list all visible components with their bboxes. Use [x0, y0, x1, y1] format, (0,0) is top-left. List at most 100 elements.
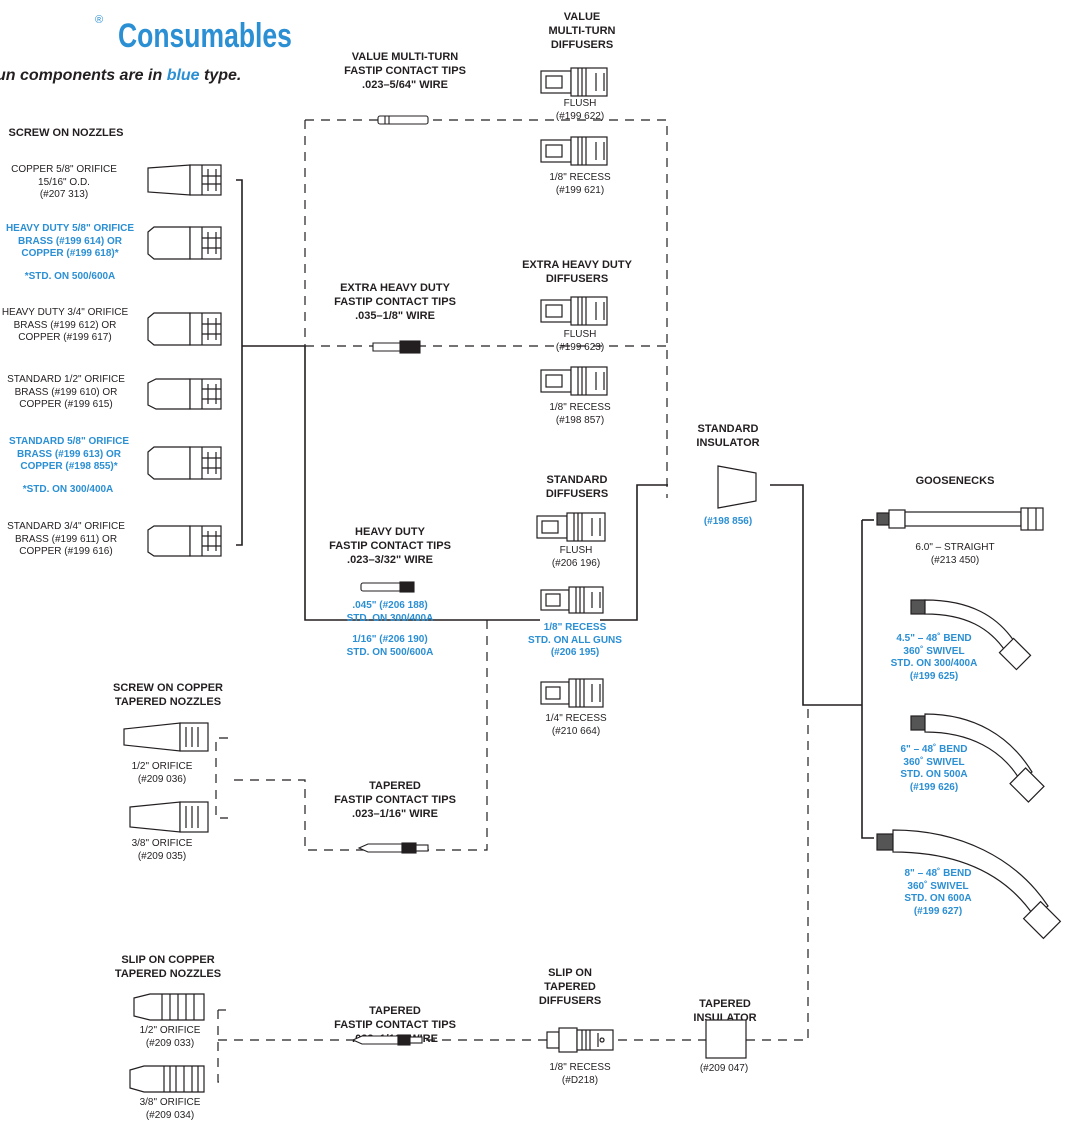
label-line: COPPER (#198 855)* — [20, 461, 118, 472]
label-line: BRASS (#199 610) OR — [14, 386, 118, 398]
heavy-duty-tips-std-116: 1/16" (#206 190)STD. ON 500/600A — [320, 634, 460, 659]
label-line: (#213 450) — [930, 554, 980, 566]
label-line: STD. ON ALL GUNS — [528, 634, 622, 646]
screw-on-tapered-12-drawing — [122, 721, 212, 753]
nozzle-drawing-heavy-duty-58 — [146, 224, 224, 262]
label-line: INSULATOR — [696, 437, 760, 449]
label-line: STANDARD — [697, 423, 759, 435]
screw-on-tapered-12-label: 1/2" ORIFICE(#209 036) — [122, 761, 202, 786]
label-line: .035–1/8" WIRE — [355, 310, 435, 322]
standard-insulator-heading: STANDARD INSULATOR — [683, 422, 773, 450]
label-line: 6.0" – STRAIGHT — [915, 542, 995, 553]
label-line: STD. ON 500/600A — [346, 646, 434, 658]
page-title: Consumables — [118, 17, 292, 55]
ehd-recess-diffuser-label: 1/8" RECESS(#198 857) — [540, 402, 620, 427]
std-recess-14-diffuser-label: 1/4" RECESS(#210 664) — [536, 713, 616, 738]
ehd-flush-diffuser-label: FLUSH(#199 623) — [540, 329, 620, 354]
std-recess-18-diffuser-drawing — [540, 586, 606, 614]
label-line: DIFFUSERS — [545, 273, 609, 285]
label-line: 8" – 48˚ BEND — [904, 868, 972, 879]
label-line: COPPER (#199 617) — [18, 332, 112, 343]
label-line: BRASS (#199 613) OR — [17, 448, 121, 460]
ehd-recess-diffuser-drawing — [540, 366, 610, 396]
label-line: STD. ON 500A — [900, 769, 968, 780]
value-diffusers-heading: VALUE MULTI-TURN DIFFUSERS — [532, 10, 632, 52]
label-line: STD. ON 300/400A — [346, 612, 434, 624]
nozzle-bracket — [236, 179, 243, 546]
subtitle-suffix: type. — [199, 67, 242, 84]
screw-on-tapered-38-label: 3/8" ORIFICE(#209 035) — [122, 838, 202, 863]
gooseneck-45-drawing — [910, 596, 1040, 671]
std-flush-diffuser-drawing — [536, 512, 608, 542]
label-line: VALUE — [563, 11, 601, 23]
label-line: FLUSH — [563, 329, 597, 340]
label-line: DIFFUSERS — [550, 39, 614, 51]
label-line: (#209 035) — [137, 850, 187, 862]
label-line: FLUSH — [559, 545, 593, 556]
label-line: FASTIP CONTACT TIPS — [334, 1019, 456, 1031]
label-line: STD. ON 300/400A — [890, 658, 978, 669]
slip-on-tapered-38-drawing — [128, 1064, 208, 1094]
label-line: HEAVY DUTY 3/4" ORIFICE — [1, 307, 129, 318]
label-line: HEAVY DUTY — [355, 526, 425, 538]
label-line: (#207 313) — [39, 189, 89, 200]
label-line: 1/8" RECESS — [549, 172, 611, 183]
slip-recess-diffuser-drawing — [546, 1024, 616, 1056]
heavy-duty-tip-drawing — [360, 580, 416, 594]
label-line: 1/4" RECESS — [545, 713, 607, 724]
screw-on-nozzles-heading: SCREW ON NOZZLES — [8, 127, 124, 139]
label-line: (#209 033) — [145, 1037, 195, 1049]
label-line: FASTIP CONTACT TIPS — [334, 794, 456, 806]
nozzle-note-std-500-600: *STD. ON 500/600A — [24, 271, 116, 282]
label-line: COPPER (#199 615) — [19, 399, 113, 410]
label-line: FLUSH — [563, 98, 597, 109]
label-line: 4.5" – 48˚ BEND — [896, 633, 972, 644]
label-line: (#206 195) — [550, 647, 600, 658]
value-recess-diffuser-drawing — [540, 136, 610, 166]
label-line: (#199 625) — [909, 670, 959, 682]
label-line: DIFFUSERS — [538, 995, 602, 1007]
label-line: COPPER (#199 616) — [19, 546, 113, 557]
nozzle-note-std-300-400: *STD. ON 300/400A — [22, 484, 114, 495]
standard-insulator-part: (#198 856) — [703, 516, 753, 527]
label-line: EXTRA HEAVY DUTY — [340, 282, 450, 294]
tapered-insulator-drawing — [704, 1018, 748, 1062]
value-multi-turn-tip-drawing — [377, 113, 431, 127]
label-line: 1/16" (#206 190) — [352, 634, 428, 645]
label-line: (#199 621) — [555, 184, 605, 196]
label-line: 3/8" ORIFICE — [131, 838, 193, 849]
label-line: TAPERED — [544, 981, 596, 993]
label-line: MULTI-TURN — [548, 25, 616, 37]
label-line: (#199 626) — [909, 781, 959, 793]
tapered-insulator-part: (#209 047) — [699, 1063, 749, 1074]
label-line: .023–5/64" WIRE — [362, 79, 448, 91]
label-line: SCREW ON COPPER — [112, 682, 223, 694]
slip-recess-diffuser-label: 1/8" RECESS(#D218) — [540, 1062, 620, 1087]
ehd-flush-diffuser-drawing — [540, 296, 610, 326]
value-recess-diffuser-label: 1/8" RECESS(#199 621) — [540, 172, 620, 197]
label-line: (#199 623) — [555, 341, 605, 353]
label-line: (#198 857) — [555, 414, 605, 426]
label-line: (#209 036) — [137, 773, 187, 785]
label-line: 15/16" O.D. — [38, 176, 90, 188]
label-line: COPPER (#199 618)* — [21, 248, 119, 259]
standard-insulator-drawing — [712, 465, 766, 509]
goosenecks-heading: GOOSENECKS — [915, 475, 995, 487]
gooseneck-6-drawing — [910, 710, 1050, 803]
label-line: 1/2" ORIFICE — [139, 1025, 201, 1036]
label-line: 3/8" ORIFICE — [139, 1097, 201, 1108]
label-line: 360˚ SWIVEL — [903, 645, 965, 657]
label-line: VALUE MULTI-TURN — [351, 51, 459, 63]
